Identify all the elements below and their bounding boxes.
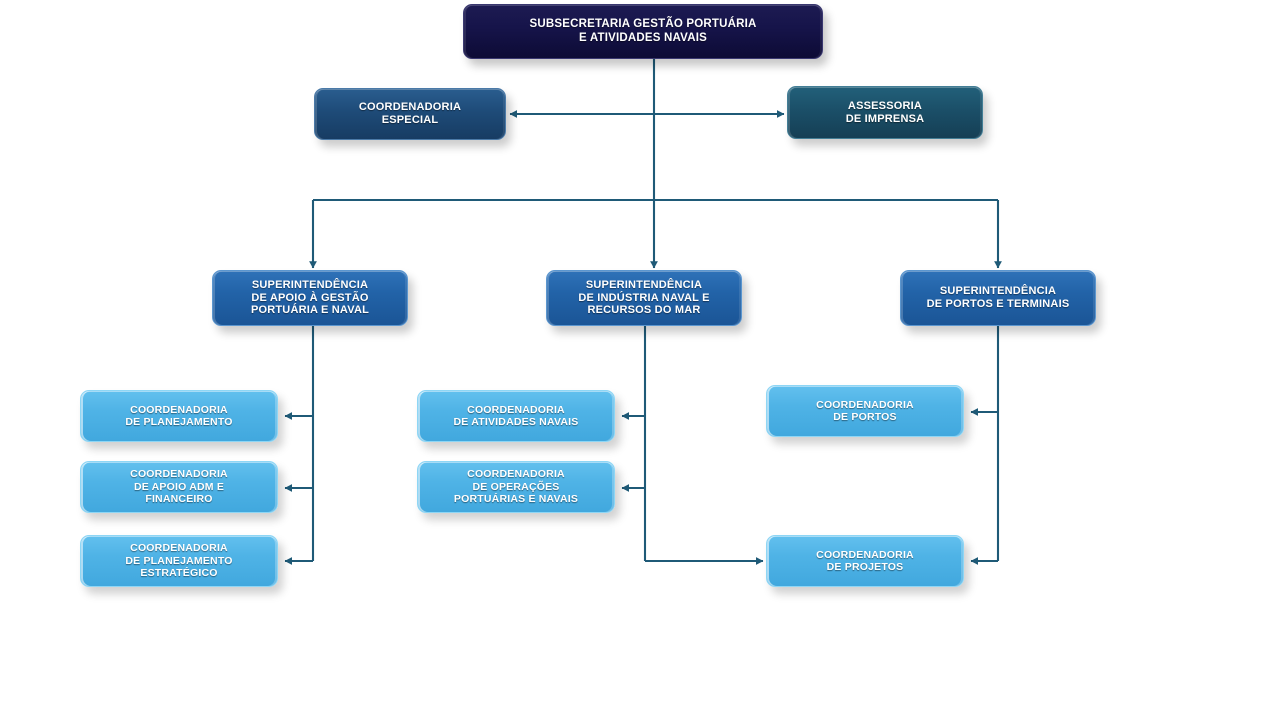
node-label: SUPERINTENDÊNCIADE INDÚSTRIA NAVAL ERECU… bbox=[578, 278, 710, 317]
node-superintendencia-industria-naval[interactable]: SUPERINTENDÊNCIADE INDÚSTRIA NAVAL ERECU… bbox=[546, 270, 742, 326]
node-label: SUPERINTENDÊNCIADE APOIO À GESTÃOPORTUÁR… bbox=[250, 278, 370, 317]
node-label: COORDENADORIADE PROJETOS bbox=[816, 548, 914, 573]
node-superintendencia-portos-terminais[interactable]: SUPERINTENDÊNCIADE PORTOS E TERMINAIS bbox=[900, 270, 1096, 326]
node-label: COORDENADORIADE PLANEJAMENTO bbox=[125, 403, 233, 428]
node-superintendencia-apoio-gestao[interactable]: SUPERINTENDÊNCIADE APOIO À GESTÃOPORTUÁR… bbox=[212, 270, 408, 326]
node-coordenadoria-operacoes-portuarias[interactable]: COORDENADORIADE OPERAÇÕESPORTUÁRIAS E NA… bbox=[417, 461, 615, 513]
node-label: COORDENADORIADE PORTOS bbox=[816, 398, 914, 423]
node-label: ASSESSORIADE IMPRENSA bbox=[845, 99, 925, 125]
node-label: COORDENADORIAESPECIAL bbox=[358, 101, 462, 126]
node-label: COORDENADORIADE OPERAÇÕESPORTUÁRIAS E NA… bbox=[453, 468, 579, 506]
node-assessoria-de-imprensa[interactable]: ASSESSORIADE IMPRENSA bbox=[787, 86, 983, 139]
node-label: COORDENADORIADE APOIO ADM EFINANCEIRO bbox=[130, 468, 228, 506]
node-coordenadoria-portos[interactable]: COORDENADORIADE PORTOS bbox=[766, 385, 964, 437]
node-label: SUBSECRETARIA GESTÃO PORTUÁRIAE ATIVIDAD… bbox=[529, 17, 757, 44]
node-coordenadoria-planejamento[interactable]: COORDENADORIADE PLANEJAMENTO bbox=[80, 390, 278, 442]
node-coordenadoria-planejamento-estrategico[interactable]: COORDENADORIADE PLANEJAMENTOESTRATÉGICO bbox=[80, 535, 278, 587]
node-label: SUPERINTENDÊNCIADE PORTOS E TERMINAIS bbox=[926, 285, 1070, 310]
node-coordenadoria-projetos[interactable]: COORDENADORIADE PROJETOS bbox=[766, 535, 964, 587]
node-coordenadoria-atividades-navais[interactable]: COORDENADORIADE ATIVIDADES NAVAIS bbox=[417, 390, 615, 442]
node-label: COORDENADORIADE ATIVIDADES NAVAIS bbox=[453, 403, 579, 428]
node-subsecretaria[interactable]: SUBSECRETARIA GESTÃO PORTUÁRIAE ATIVIDAD… bbox=[463, 4, 823, 59]
node-coordenadoria-especial[interactable]: COORDENADORIAESPECIAL bbox=[314, 88, 506, 140]
node-coordenadoria-apoio-adm[interactable]: COORDENADORIADE APOIO ADM EFINANCEIRO bbox=[80, 461, 278, 513]
node-label: COORDENADORIADE PLANEJAMENTOESTRATÉGICO bbox=[125, 542, 233, 580]
